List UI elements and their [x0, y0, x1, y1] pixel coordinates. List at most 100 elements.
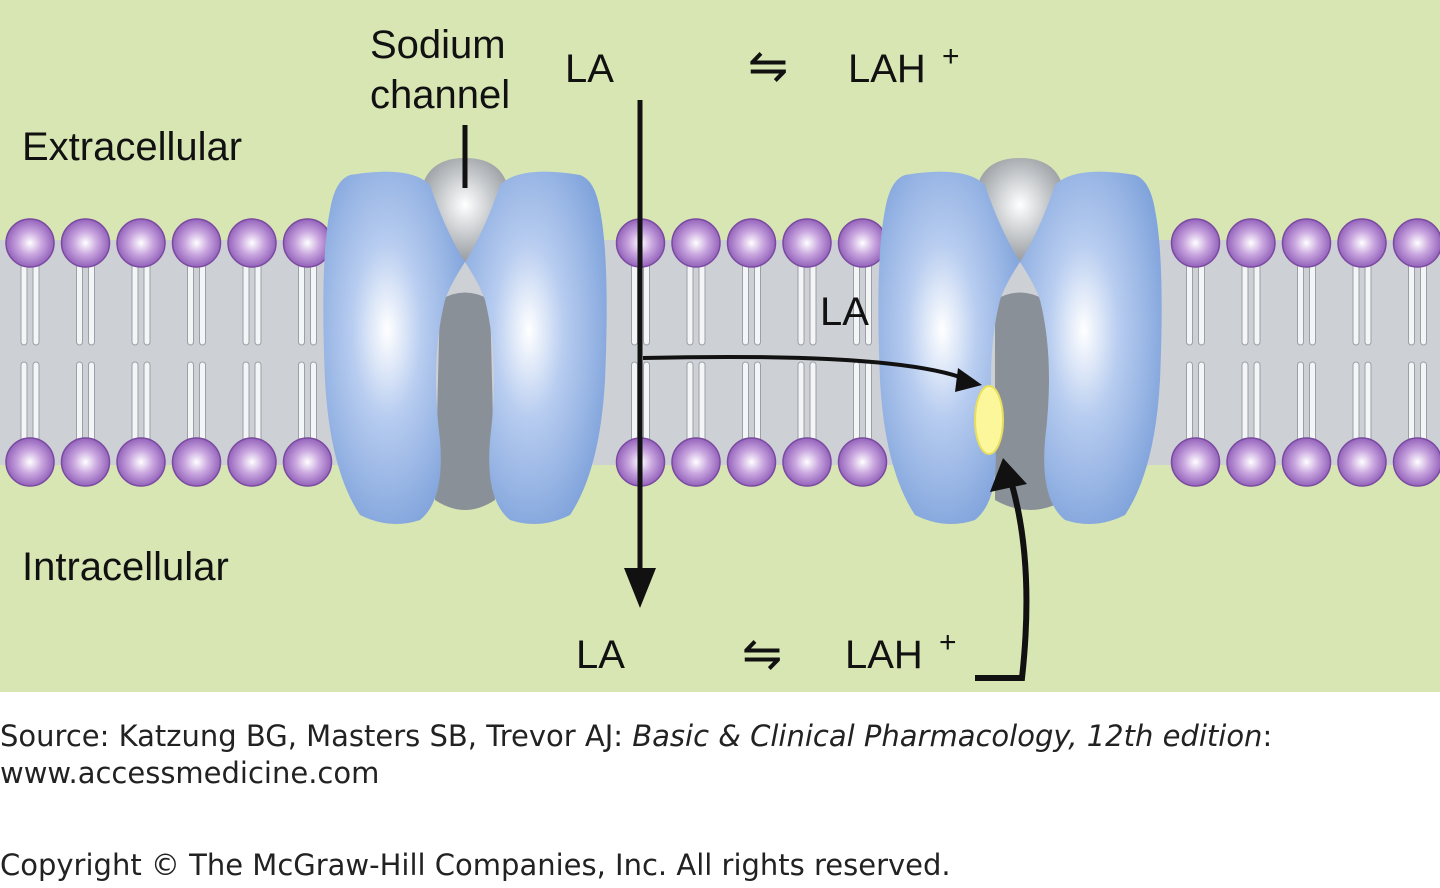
lah-to-binding-site-arrowhead — [990, 458, 1027, 492]
lipid-head-inner — [116, 437, 166, 487]
lipid-tail — [1408, 261, 1415, 346]
la-to-binding-site-arrow — [642, 354, 969, 382]
la-bottom-label: LA — [576, 633, 625, 677]
channel-subunit-right-b — [1020, 171, 1162, 524]
lipid-tail — [643, 361, 650, 443]
sodium-channel-label-line2: channel — [370, 73, 510, 117]
lipid-tail — [187, 361, 194, 443]
lipid-tail — [1420, 261, 1427, 346]
membrane-core — [0, 240, 1440, 465]
lipid-head-outer — [1226, 218, 1276, 268]
lipid-head-inner — [227, 437, 277, 487]
lipid-tail — [76, 361, 83, 443]
lipid-tail — [643, 261, 650, 346]
lipid-tail — [1364, 361, 1372, 443]
lipid-head-outer — [1337, 218, 1387, 268]
lipid-tail — [1364, 261, 1372, 346]
lipid-tail — [1309, 361, 1316, 443]
lipid-head-inner — [1170, 437, 1221, 487]
lipid-tail — [298, 261, 305, 346]
channel-subunit-left-a — [323, 171, 465, 524]
lipid-tail — [1420, 361, 1427, 443]
lipid-head-inner — [1281, 437, 1332, 487]
lipid-head-inner — [171, 437, 222, 487]
lipid-tail — [1253, 361, 1261, 443]
lipid-tail — [865, 361, 872, 443]
lipid-head-outer — [116, 218, 166, 268]
lipid-tail — [1297, 361, 1304, 443]
lipid-head-outer — [1170, 218, 1221, 268]
binding-site — [974, 385, 1004, 455]
lipid-tail — [631, 361, 638, 443]
lipid-tail — [131, 261, 139, 346]
lipid-tail — [1186, 361, 1193, 443]
lipid-head-outer — [282, 218, 333, 268]
lipid-tail — [1408, 361, 1415, 443]
lipid-tail — [1198, 361, 1205, 443]
lipid-head-inner — [726, 437, 777, 487]
channel-subunit-left-b — [465, 171, 607, 524]
lipid-head-inner — [5, 437, 55, 487]
lipid-tail — [1241, 361, 1249, 443]
lipid-tail — [809, 361, 817, 443]
la-diffusion-arrowhead — [624, 568, 656, 608]
website-line[interactable]: www.accessmedicine.com — [0, 756, 380, 790]
lipid-tails — [20, 261, 1427, 443]
lipid-tail — [754, 361, 761, 443]
lipid-tail — [797, 261, 805, 346]
lipid-tail — [310, 261, 317, 346]
source-prefix: Source: Katzung BG, Masters SB, Trevor A… — [0, 719, 633, 753]
lipid-head-outer — [1392, 218, 1440, 268]
lah-to-binding-site-arrow — [975, 477, 1030, 681]
lipid-tail — [88, 361, 95, 443]
lipid-tail — [20, 361, 28, 443]
lipid-heads — [5, 218, 1440, 487]
lipid-head-outer — [782, 218, 832, 268]
lipid-head-inner — [671, 437, 721, 487]
figure-source-caption: Source: Katzung BG, Masters SB, Trevor A… — [0, 718, 1440, 792]
lipid-tail — [686, 261, 694, 346]
lipid-head-outer — [60, 218, 111, 268]
lipid-tail — [754, 261, 761, 346]
sodium-channel-left — [323, 158, 607, 524]
lipid-tail — [131, 361, 139, 443]
lipid-tail — [242, 361, 250, 443]
sodium-channel-right — [878, 158, 1162, 524]
lipid-head-outer — [726, 218, 777, 268]
lipid-tail — [1186, 261, 1193, 346]
source-suffix: : — [1262, 719, 1273, 753]
lipid-tail — [20, 261, 28, 346]
lipid-tail — [88, 261, 95, 346]
sodium-channel-diagram: Extracellular Intracellular Sodium chann… — [0, 0, 1440, 692]
lipid-tail — [254, 361, 262, 443]
lipid-tail — [76, 261, 83, 346]
lipid-tail — [32, 361, 40, 443]
source-line: Source: Katzung BG, Masters SB, Trevor A… — [0, 718, 1440, 755]
lipid-tail — [797, 361, 805, 443]
lipid-tail — [32, 261, 40, 346]
lah-top-label: LAH — [848, 47, 926, 91]
lipid-head-outer — [171, 218, 222, 268]
lipid-head-outer — [5, 218, 55, 268]
lipid-tail — [143, 361, 151, 443]
la-mid-label: LA — [820, 290, 869, 334]
lipid-tail — [199, 261, 206, 346]
lipid-tail — [742, 261, 749, 346]
lipid-tail — [698, 261, 706, 346]
equilibrium-top-symbol: ⇋ — [748, 40, 788, 93]
lipid-tail — [242, 261, 250, 346]
lipid-tail — [853, 361, 860, 443]
lipid-head-inner — [837, 437, 888, 487]
lipid-tail — [298, 361, 305, 443]
lipid-tail — [1253, 261, 1261, 346]
lipid-tail — [199, 361, 206, 443]
intracellular-label: Intracellular — [22, 545, 229, 589]
sodium-channel-label-line1: Sodium — [370, 23, 506, 67]
lipid-head-inner — [782, 437, 832, 487]
channel-pore-left — [435, 292, 495, 510]
lipid-head-inner — [1226, 437, 1276, 487]
extracellular-label: Extracellular — [22, 125, 242, 169]
lipid-tail — [1198, 261, 1205, 346]
lah-top-plus: + — [942, 40, 960, 73]
la-to-binding-site-arrowhead — [955, 368, 982, 392]
